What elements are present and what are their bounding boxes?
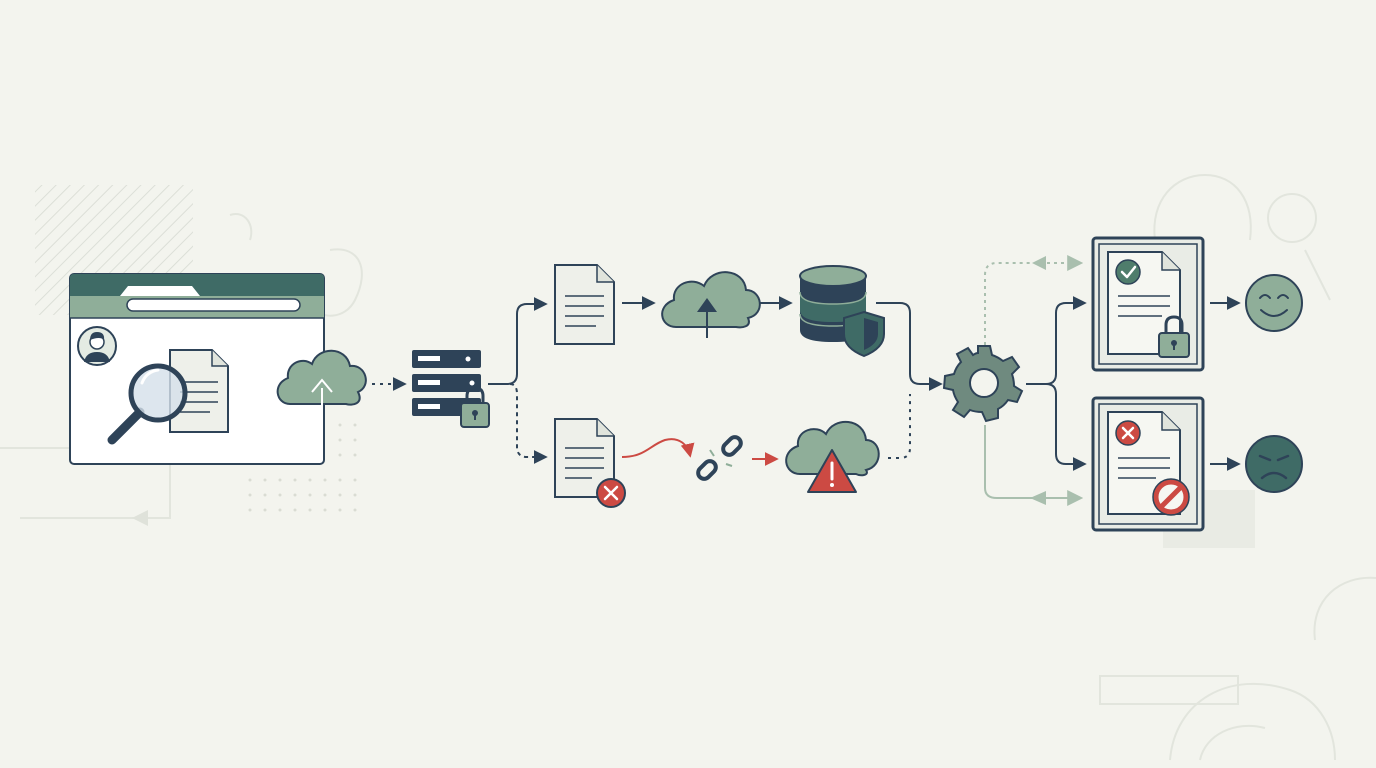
address-bar — [126, 298, 301, 312]
cloud-upload-icon — [276, 349, 367, 428]
lock-icon — [460, 386, 490, 428]
browser-window — [69, 273, 325, 465]
edge-db-to-gear — [876, 302, 943, 391]
edge-server-to-doc-ok — [488, 297, 548, 385]
connectors — [232, 255, 1241, 506]
prohibited-icon — [1152, 478, 1190, 516]
background-decoration — [0, 173, 1376, 761]
dot-grid-decoration — [248, 423, 357, 512]
magnifier-icon — [107, 363, 188, 445]
edge-gear-to-approved — [1026, 296, 1087, 385]
rejected-document-card — [1091, 396, 1205, 532]
lock-icon — [1158, 315, 1190, 358]
edge-error-to-broken-link — [621, 438, 695, 458]
smiley-sad-icon — [1245, 435, 1303, 493]
server-lock-icon — [412, 350, 490, 428]
user-avatar-icon — [77, 326, 117, 366]
feedback-loop-bottom — [984, 425, 1084, 506]
edge-gear-to-rejected — [1045, 383, 1087, 471]
broken-link-icon — [696, 435, 743, 481]
edge-server-to-doc-error — [509, 383, 548, 464]
smiley-happy-icon — [1245, 274, 1303, 332]
gear-icon — [942, 345, 1024, 423]
edge-warning-to-gear — [888, 394, 911, 459]
cloud-upload-icon — [661, 271, 761, 338]
approved-document-card — [1091, 236, 1205, 372]
feedback-loop-top — [984, 262, 1030, 345]
check-badge-icon — [1115, 259, 1141, 285]
cloud-warning-icon — [785, 420, 880, 493]
document-icon — [554, 264, 615, 345]
document-error-icon — [554, 418, 626, 508]
database-shield-icon — [799, 265, 885, 358]
shield-icon — [843, 310, 885, 358]
